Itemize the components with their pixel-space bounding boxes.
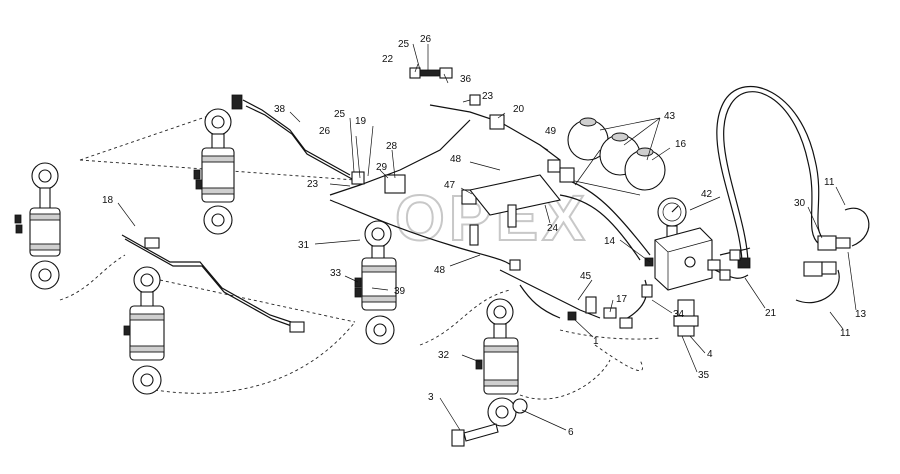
callout-42: 42 [701,189,713,200]
callout-35: 35 [698,370,710,381]
callout-3: 3 [428,392,434,403]
callout-24: 24 [547,223,559,234]
callout-30: 30 [794,198,806,209]
callout-16: 16 [675,139,687,150]
hydraulic-cylinder-front [475,298,528,427]
callout-11-top: 11 [824,177,835,188]
callout-49: 49 [545,126,557,137]
callout-48-bottom: 48 [434,265,446,276]
callout-21: 21 [765,308,777,319]
hydraulic-cylinder-left [14,162,61,290]
callout-29: 29 [376,162,388,173]
callout-34: 34 [673,309,685,320]
valve-block [644,227,713,337]
callout-39: 39 [394,286,406,297]
callout-11-bottom: 11 [840,328,851,339]
callout-23-top: 23 [482,91,494,102]
callout-6: 6 [568,427,574,438]
bolt-3 [451,423,499,447]
test-hose-assembly [716,85,870,304]
callout-26-mid: 26 [319,126,331,137]
callout-17: 17 [616,294,628,305]
callout-19: 19 [355,116,367,127]
callout-47: 47 [444,180,456,191]
pressure-gauge [657,197,687,239]
callout-18: 18 [102,195,114,206]
leader-lines [117,43,857,431]
callout-45: 45 [580,271,592,282]
callout-36: 36 [460,74,472,85]
callout-28: 28 [386,141,398,152]
accumulator-group [567,117,666,196]
hydraulic-cylinder-lower-left [123,266,165,395]
callout-26-top: 26 [420,34,432,45]
callout-4: 4 [707,349,713,360]
callout-43: 43 [664,111,676,122]
callout-20: 20 [513,104,525,115]
callout-25-top: 25 [398,39,410,50]
callout-14: 14 [604,236,616,247]
callout-1: 1 [593,336,599,347]
callout-38: 38 [274,104,286,115]
callout-33: 33 [330,268,342,279]
callout-labels: 25 26 22 36 23 20 49 43 16 38 25 19 26 2… [102,34,867,438]
hydraulic-cylinder-center [354,220,397,345]
callout-31: 31 [298,240,310,251]
hydraulic-cylinder-rear [193,94,243,235]
callout-48-top: 48 [450,154,462,165]
callout-13: 13 [855,309,867,320]
hydraulic-lines [121,99,751,330]
fittings [144,67,741,333]
callout-32: 32 [438,350,450,361]
callout-22: 22 [382,54,394,65]
frame-outline [59,111,661,400]
callout-25-mid: 25 [334,109,346,120]
callout-23-mid: 23 [307,179,319,190]
